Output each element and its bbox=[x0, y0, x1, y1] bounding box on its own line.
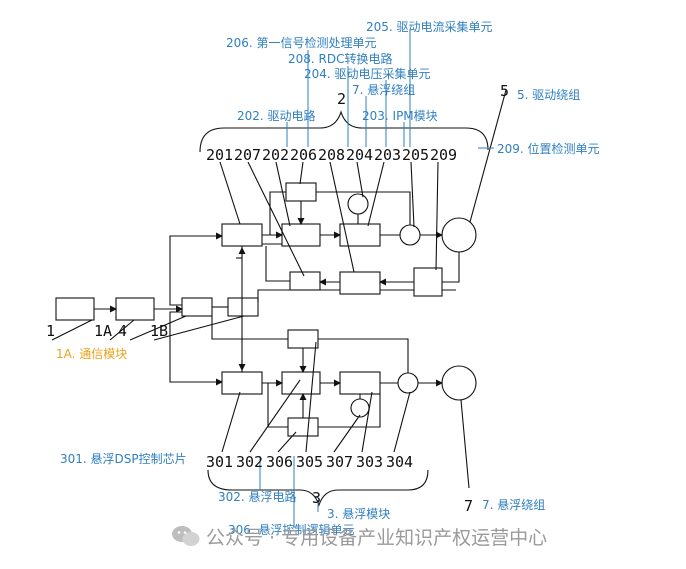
ref-207: 207 bbox=[234, 146, 261, 164]
ref-3: 3 bbox=[312, 489, 321, 507]
sensor-204 bbox=[347, 193, 369, 215]
block-1A bbox=[115, 297, 155, 321]
ref-4: 4 bbox=[118, 322, 127, 340]
ref-302: 302 bbox=[236, 453, 263, 471]
sensor-205 bbox=[399, 224, 421, 246]
label-208: 208. RDC转换电路 bbox=[288, 52, 393, 66]
block-1B-a bbox=[181, 297, 213, 317]
watermark-text: 公众号 · 专用设备产业知识产权运营中心 bbox=[206, 527, 548, 549]
label-7-top: 7. 悬浮绕组 bbox=[352, 83, 416, 97]
levitation-winding-7 bbox=[441, 365, 477, 401]
brace-top bbox=[199, 110, 489, 153]
ref-201: 201 bbox=[206, 146, 233, 164]
block-209 bbox=[413, 267, 443, 297]
ref-306: 306 bbox=[266, 453, 293, 471]
label-206: 206. 第一信号检测处理单元 bbox=[226, 36, 377, 50]
block-1B-b bbox=[227, 297, 259, 317]
motor-winding-5 bbox=[441, 217, 477, 253]
label-301: 301. 悬浮DSP控制芯片 bbox=[60, 452, 187, 466]
label-302: 302. 悬浮电路 bbox=[218, 490, 297, 504]
label-209: 209. 位置检测单元 bbox=[497, 142, 600, 156]
ref-5: 5 bbox=[500, 82, 509, 100]
ref-203: 203 bbox=[374, 146, 401, 164]
ref-1B: 1B bbox=[150, 322, 168, 340]
ref-301: 301 bbox=[206, 453, 233, 471]
block-305 bbox=[287, 417, 319, 437]
ref-202: 202 bbox=[262, 146, 289, 164]
block-301 bbox=[221, 371, 263, 395]
label-306: 306. 悬浮控制逻辑单元 bbox=[228, 523, 355, 537]
label-204: 204. 驱动电压采集单元 bbox=[304, 67, 431, 81]
ref-7: 7 bbox=[464, 497, 473, 515]
label-3: 3. 悬浮模块 bbox=[327, 507, 391, 521]
label-203: 203. IPM模块 bbox=[362, 109, 438, 123]
block-302 bbox=[281, 371, 321, 395]
ref-209: 209 bbox=[430, 146, 457, 164]
wechat-logo-icon bbox=[172, 526, 200, 546]
ref-1A: 1A bbox=[94, 322, 112, 340]
ref-206: 206 bbox=[290, 146, 317, 164]
label-205: 205. 驱动电流采集单元 bbox=[366, 20, 493, 34]
label-5: 5. 驱动绕组 bbox=[517, 88, 581, 102]
block-201 bbox=[221, 223, 263, 247]
block-306-top bbox=[287, 329, 319, 349]
brace-bottom bbox=[207, 469, 429, 507]
ref-1: 1 bbox=[46, 322, 55, 340]
block-206 bbox=[285, 182, 317, 202]
label-202: 202. 驱动电路 bbox=[237, 109, 316, 123]
sensor-307 bbox=[350, 398, 370, 418]
label-1A: 1A. 通信模块 bbox=[56, 347, 128, 361]
ref-208: 208 bbox=[318, 146, 345, 164]
block-208 bbox=[289, 271, 321, 291]
block-207 bbox=[339, 271, 381, 295]
label-7-bottom: 7. 悬浮绕组 bbox=[482, 498, 546, 512]
ref-304: 304 bbox=[386, 453, 413, 471]
ref-307: 307 bbox=[326, 453, 353, 471]
block-1 bbox=[55, 297, 95, 321]
ref-305: 305 bbox=[296, 453, 323, 471]
sensor-304 bbox=[397, 372, 419, 394]
ref-204: 204 bbox=[346, 146, 373, 164]
ref-2: 2 bbox=[337, 90, 346, 108]
block-303 bbox=[339, 371, 381, 395]
ref-303: 303 bbox=[356, 453, 383, 471]
ref-205: 205 bbox=[402, 146, 429, 164]
